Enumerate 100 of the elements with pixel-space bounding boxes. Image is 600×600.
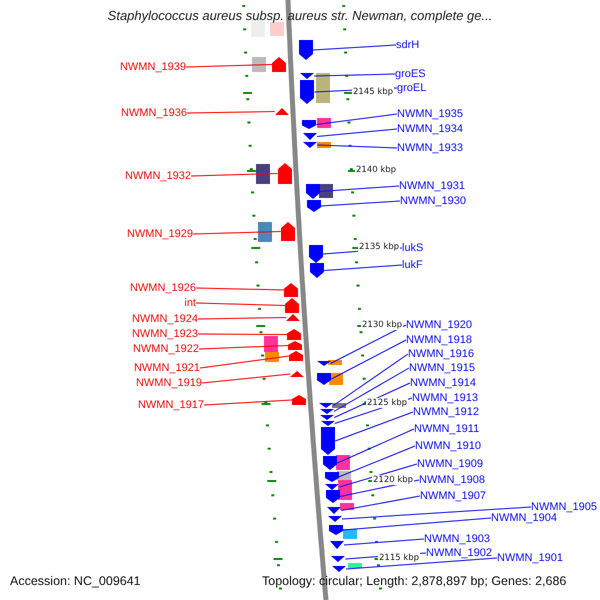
gene-feature bbox=[278, 163, 292, 184]
position-label: 2140 kbp bbox=[355, 165, 398, 175]
leader-line bbox=[346, 558, 498, 570]
gene-label: NWMN_1923 bbox=[132, 327, 198, 341]
position-label: 2115 kbp bbox=[378, 553, 420, 563]
gene-label: NWMN_1910 bbox=[415, 439, 482, 453]
leader-line bbox=[319, 186, 400, 192]
gene-label: NWMN_1933 bbox=[397, 141, 464, 155]
gene-label: NWMN_1904 bbox=[491, 511, 558, 525]
leader-line bbox=[198, 345, 289, 350]
leader-line bbox=[316, 144, 398, 148]
gene-label: groEL bbox=[397, 81, 426, 95]
gene-label: NWMN_1913 bbox=[412, 391, 478, 405]
leader-line bbox=[324, 264, 402, 271]
leader-line bbox=[312, 44, 396, 50]
leader-line bbox=[192, 231, 282, 234]
map-title: Staphylococcus aureus subsp. aureus str. Newman, complete ge... bbox=[106, 8, 494, 23]
gene-feature bbox=[310, 263, 324, 278]
gene-label: NWMN_1920 bbox=[406, 318, 472, 332]
gene-label: NWMN_1931 bbox=[399, 179, 466, 193]
gene-feature bbox=[328, 525, 343, 535]
gene-label: NWMN_1917 bbox=[138, 398, 204, 412]
gene-feature bbox=[302, 120, 316, 129]
leader-line bbox=[196, 288, 285, 290]
gene-label: NWMN_1919 bbox=[136, 376, 202, 390]
leader-line bbox=[340, 496, 420, 511]
leader-line bbox=[204, 400, 292, 406]
gene-feature bbox=[320, 409, 334, 414]
leader-line bbox=[186, 64, 273, 68]
leader-line bbox=[341, 506, 532, 520]
gene-label: lukS bbox=[402, 241, 424, 255]
gene-label: NWMN_1914 bbox=[410, 376, 476, 390]
gene-label: NWMN_1935 bbox=[397, 107, 464, 121]
gene-label: NWMN_1921 bbox=[134, 361, 200, 375]
gene-feature bbox=[332, 566, 346, 572]
gene-feature bbox=[288, 341, 302, 350]
gene-label: NWMN_1934 bbox=[397, 122, 464, 136]
gene-label: NWMN_1902 bbox=[426, 546, 492, 560]
gene-label: NWMN_1918 bbox=[406, 333, 472, 347]
position-label: 2145 kbp bbox=[352, 87, 394, 97]
gene-label: NWMN_1939 bbox=[120, 60, 186, 74]
gene-label: sdrH bbox=[396, 38, 420, 52]
leader-line bbox=[186, 111, 276, 114]
leader-line bbox=[333, 368, 410, 412]
gene-label: NWMN_1905 bbox=[531, 500, 598, 514]
gene-feature bbox=[280, 222, 295, 241]
gene-label: NWMN_1908 bbox=[419, 473, 486, 487]
gene-feature bbox=[288, 351, 303, 361]
gene-feature bbox=[306, 200, 321, 212]
gene-feature bbox=[324, 472, 339, 482]
gene-label: NWMN_1907 bbox=[420, 489, 486, 503]
gene-feature bbox=[317, 373, 332, 385]
gene-label: NWMN_1924 bbox=[132, 312, 198, 326]
position-label: 2125 kbp bbox=[366, 398, 408, 408]
gene-label: NWMN_1916 bbox=[408, 347, 474, 361]
gene-feature bbox=[328, 516, 342, 522]
leader-line bbox=[316, 114, 398, 125]
footer-text: Accession: NC_009641 bbox=[10, 574, 141, 588]
gene-label: NWMN_1911 bbox=[414, 422, 480, 436]
gene-label: NWMN_1903 bbox=[424, 532, 490, 546]
gene-feature bbox=[309, 245, 324, 263]
leader-line bbox=[342, 518, 492, 530]
gene-feature bbox=[292, 395, 306, 405]
gene-feature bbox=[330, 541, 344, 549]
gene-label: groES bbox=[395, 67, 426, 81]
gene-feature bbox=[272, 57, 286, 72]
leader-line bbox=[332, 354, 408, 406]
leader-line bbox=[336, 428, 414, 464]
gene-feature bbox=[303, 142, 318, 148]
leader-line bbox=[344, 538, 424, 546]
gene-label: NWMN_1932 bbox=[124, 169, 191, 183]
leader-line bbox=[330, 324, 406, 364]
position-label: 2120 kbp bbox=[372, 475, 414, 485]
gene-label: NWMN_1912 bbox=[413, 405, 480, 419]
gene-feature bbox=[287, 329, 302, 340]
gene-feature bbox=[290, 371, 304, 377]
leader-line bbox=[196, 302, 286, 306]
gene-feature bbox=[316, 361, 330, 366]
position-label: 2130 kbp bbox=[361, 320, 404, 330]
leader-line bbox=[198, 317, 287, 320]
leader-line bbox=[200, 356, 290, 368]
gene-label: NWMN_1929 bbox=[126, 227, 193, 241]
gene-feature bbox=[298, 40, 313, 60]
gene-feature bbox=[306, 184, 320, 199]
gene-label: int bbox=[184, 296, 196, 310]
gene-label: NWMN_1936 bbox=[120, 106, 187, 120]
gene-label: NWMN_1926 bbox=[130, 281, 196, 295]
gene-label: NWMN_1930 bbox=[400, 194, 466, 208]
position-label: 2135 kbp bbox=[358, 242, 400, 252]
gene-feature bbox=[303, 133, 317, 140]
leader-line bbox=[190, 173, 278, 176]
gene-feature bbox=[320, 415, 334, 420]
gene-label: NWMN_1915 bbox=[409, 361, 476, 375]
leader-line bbox=[202, 374, 291, 384]
leader-line bbox=[198, 334, 288, 335]
footer-text: Topology: circular; Length: 2,878,897 bp; Genes: 2,686 bbox=[262, 574, 566, 588]
gene-feature bbox=[327, 507, 342, 514]
leader-line bbox=[334, 412, 414, 442]
leader-line bbox=[314, 74, 396, 76]
leader-line bbox=[338, 464, 418, 488]
